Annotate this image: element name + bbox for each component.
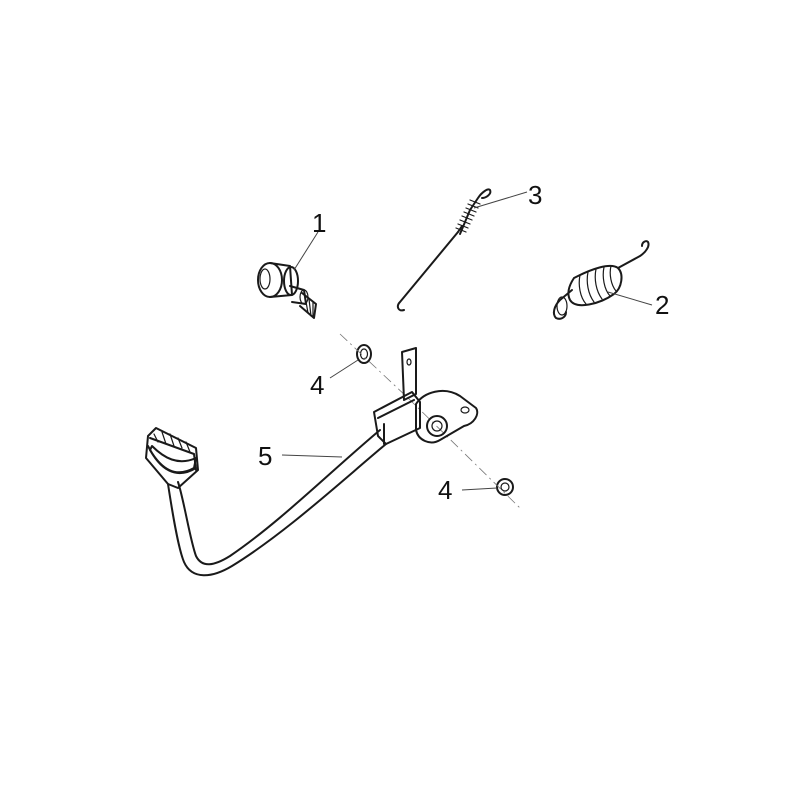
assembly-axis-line	[339, 333, 521, 509]
callout-2: 2	[655, 290, 669, 320]
callout-5: 5	[258, 441, 272, 471]
brake-pedal-part	[145, 347, 479, 577]
washer-lower-part	[496, 478, 514, 496]
leader-line-4a	[329, 359, 359, 379]
leader-line-2	[607, 291, 653, 306]
leader-line-3	[473, 191, 528, 209]
callout-3: 3	[528, 180, 542, 210]
leader-lines	[281, 191, 653, 491]
pivot-bolt-part	[257, 262, 317, 319]
callout-1: 1	[312, 208, 326, 238]
return-spring-part	[552, 240, 650, 320]
leader-line-4b	[461, 487, 498, 491]
callout-4-upper: 4	[310, 370, 324, 400]
leader-line-5	[281, 454, 343, 458]
washer-upper-part	[356, 344, 372, 364]
leader-line-1	[293, 231, 319, 271]
switch-spring-part	[396, 188, 492, 312]
callout-4-lower: 4	[438, 475, 452, 505]
